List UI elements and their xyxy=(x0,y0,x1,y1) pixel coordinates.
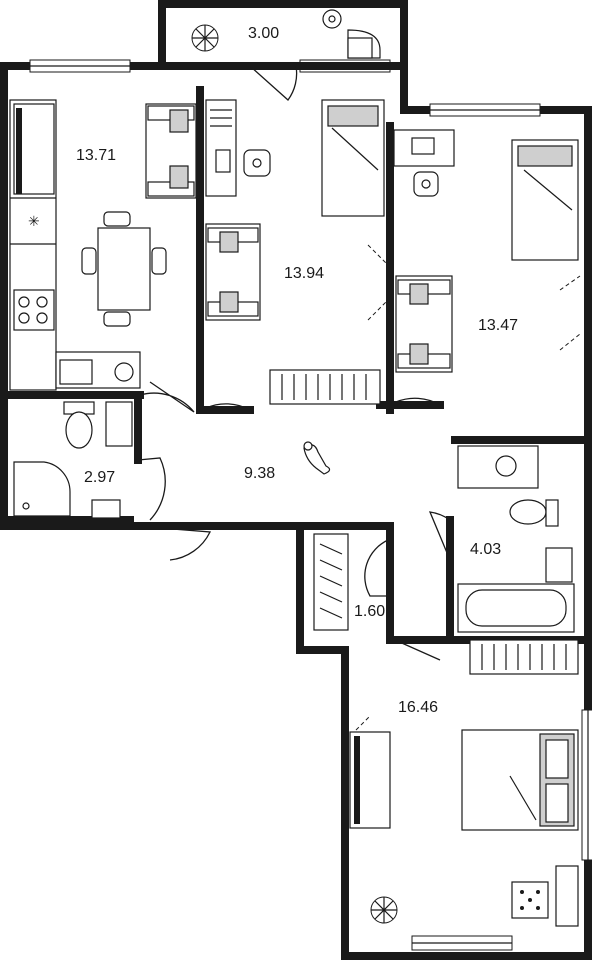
bedroom-right xyxy=(393,129,581,406)
kitchen: ✳ xyxy=(9,99,197,413)
bedroom-large-door[interactable] xyxy=(394,639,441,661)
balcony xyxy=(191,9,381,101)
desk-icon xyxy=(205,99,237,197)
area-label-kitchen: 13.71 xyxy=(76,147,116,164)
dining-table-icon xyxy=(81,211,167,327)
desk-right-icon xyxy=(393,129,455,167)
sofa-right-icon xyxy=(395,275,453,373)
middle-bedroom-door[interactable] xyxy=(205,403,251,411)
toilet-bath-icon xyxy=(509,499,559,527)
closet-door[interactable] xyxy=(364,539,390,597)
plant-icon xyxy=(191,24,219,52)
windows xyxy=(29,59,592,951)
area-label-hall: 9.38 xyxy=(244,465,275,482)
room-labels: 3.00 13.71 13.94 13.47 9.38 2.97 4.03 1.… xyxy=(76,25,518,716)
area-label-bedroom-right: 13.47 xyxy=(478,317,518,334)
stove-icon xyxy=(13,289,55,331)
area-label-balcony: 3.00 xyxy=(248,25,279,42)
window-swing-lines-bedroom xyxy=(355,715,371,731)
balcony-door[interactable] xyxy=(249,65,298,101)
area-label-bedroom-middle: 13.94 xyxy=(284,265,324,282)
kitchen-door[interactable] xyxy=(139,381,195,413)
extractor-icon: ✳ xyxy=(28,213,40,229)
bed-single-right-icon xyxy=(511,139,579,261)
sink-icon xyxy=(59,359,93,385)
shower-icon xyxy=(13,461,71,517)
closet-shelves-icon xyxy=(313,533,349,631)
dresser-icon xyxy=(555,865,579,927)
wc-sink-icon xyxy=(91,499,121,519)
bathroom xyxy=(428,445,575,633)
toilet-icon xyxy=(63,401,95,449)
bed-single-icon xyxy=(321,99,385,217)
window-swing-lines-right xyxy=(559,275,581,351)
bedroom-large xyxy=(349,639,579,927)
dog-icon xyxy=(303,441,331,475)
armchair-icon xyxy=(347,29,381,59)
washing-machine-icon xyxy=(105,401,133,447)
chair-right-icon xyxy=(413,171,439,197)
area-label-wc: 2.97 xyxy=(84,469,115,486)
chair-icon xyxy=(243,149,271,177)
bath-sink-icon xyxy=(545,547,573,583)
wardrobe-icon xyxy=(269,369,381,405)
dishwasher-icon xyxy=(114,362,134,382)
wc xyxy=(13,401,133,519)
tv-stand-icon xyxy=(349,731,391,829)
right-bedroom-door[interactable] xyxy=(395,397,441,406)
area-label-bathroom: 4.03 xyxy=(470,541,501,558)
area-label-bedroom-large: 16.46 xyxy=(398,699,438,716)
plant-bedroom-icon xyxy=(370,896,398,924)
wc-door[interactable] xyxy=(137,457,166,521)
sofa-icon xyxy=(145,103,197,199)
window-swing-lines xyxy=(367,244,389,321)
entrance-door[interactable] xyxy=(159,527,211,561)
bedroom-middle xyxy=(205,99,389,411)
interior-walls xyxy=(6,62,584,644)
hall xyxy=(137,441,331,561)
bathtub-icon xyxy=(457,583,575,633)
area-label-closet: 1.60 xyxy=(354,603,385,620)
closet xyxy=(313,533,441,661)
bathroom-door[interactable] xyxy=(428,511,451,561)
nightstand-icon xyxy=(511,881,549,919)
wardrobe-large-icon xyxy=(469,639,579,675)
double-bed-icon xyxy=(461,729,579,831)
sofa-middle-icon xyxy=(205,223,261,321)
round-table-icon xyxy=(322,9,342,29)
